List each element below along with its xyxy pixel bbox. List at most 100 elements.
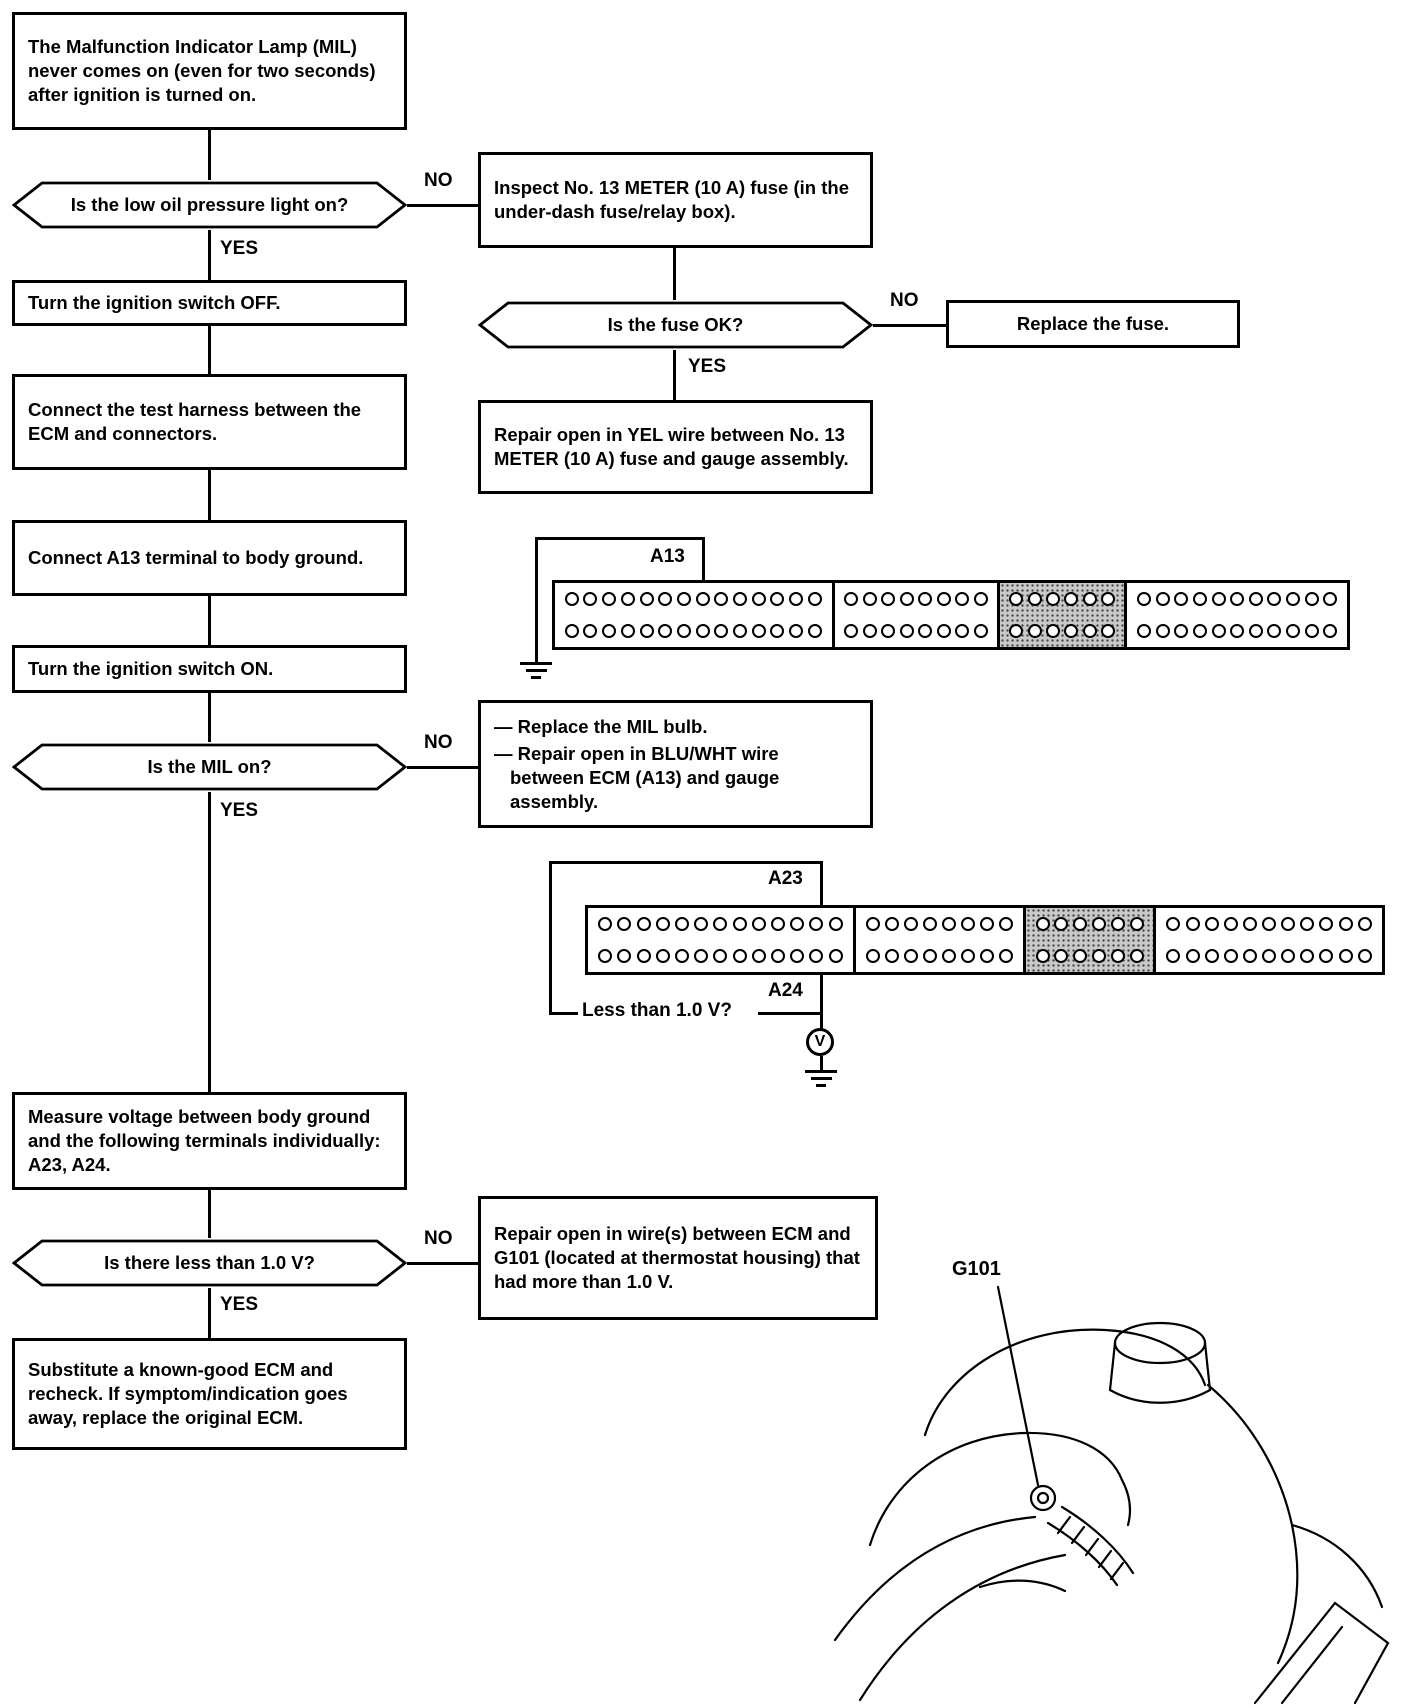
process-box-connect-a13: Connect A13 terminal to body ground. — [12, 520, 407, 596]
process-text: Connect the test harness between the ECM… — [28, 399, 362, 444]
connector-pin-row — [840, 583, 992, 615]
connector-pin — [1192, 592, 1207, 606]
connector-section — [588, 908, 853, 972]
connector-pin — [733, 592, 748, 606]
connector-pin — [713, 917, 728, 931]
connector-pin — [1300, 949, 1315, 963]
connector-pin — [809, 917, 824, 931]
connector-pin — [1286, 624, 1301, 638]
flow-line — [407, 1262, 478, 1265]
connector-pin — [1281, 917, 1296, 931]
decision-text: Is there less than 1.0 V? — [104, 1252, 315, 1273]
connector-wire — [549, 1012, 578, 1015]
connector-pin — [694, 949, 709, 963]
connector-pin — [620, 592, 635, 606]
connector-pin — [922, 917, 937, 931]
connector-pin — [770, 624, 785, 638]
flow-line — [208, 230, 211, 280]
connector-pin — [732, 949, 747, 963]
connector-pin — [828, 949, 843, 963]
connector-pin — [955, 624, 970, 638]
connector-pin — [1027, 592, 1042, 606]
connector-pin — [789, 592, 804, 606]
branch-label-no: NO — [424, 1228, 453, 1249]
connector-pin — [809, 949, 824, 963]
connector-pin — [1064, 624, 1079, 638]
connector-pin — [1035, 917, 1050, 931]
connector-pin — [602, 592, 617, 606]
connector-pin — [1300, 917, 1315, 931]
connector-pin — [639, 624, 654, 638]
connector-pin — [636, 917, 651, 931]
connector-pin — [998, 949, 1013, 963]
connector-pin — [941, 949, 956, 963]
connector-pin-row — [1005, 615, 1119, 647]
process-text: — Repair open in BLU/WHT wire between EC… — [494, 743, 780, 812]
connector-pin — [1129, 949, 1144, 963]
connector-pin — [1338, 949, 1353, 963]
connector-pin — [639, 592, 654, 606]
connector-pin — [695, 624, 710, 638]
connector-pin — [1323, 592, 1338, 606]
flow-line — [673, 350, 676, 400]
connector-section — [1153, 908, 1382, 972]
connector-pin — [884, 917, 899, 931]
connector-pin — [1185, 917, 1200, 931]
flow-line — [407, 766, 478, 769]
connector-section — [831, 583, 997, 647]
connector-pin — [790, 917, 805, 931]
connector-pin — [1137, 624, 1152, 638]
connector-pin — [564, 592, 579, 606]
connector-pin — [714, 624, 729, 638]
connector-pin — [1267, 592, 1282, 606]
hexagon-shape — [12, 181, 407, 229]
flow-line — [208, 693, 211, 742]
engine-line-art — [833, 1285, 1390, 1705]
connector-pin — [862, 592, 877, 606]
branch-label-yes: YES — [220, 238, 259, 259]
connector-pin — [790, 949, 805, 963]
connector-pin — [1242, 949, 1257, 963]
connector-pin — [899, 624, 914, 638]
connector-pin — [1230, 624, 1245, 638]
connector-pin — [1357, 949, 1372, 963]
connector-pin — [617, 917, 632, 931]
connector-pin — [1319, 949, 1334, 963]
ecm-connector-a23 — [585, 905, 1385, 975]
connector-pin-row — [560, 583, 827, 615]
connector-pin — [1262, 949, 1277, 963]
connector-pin — [922, 949, 937, 963]
connector-pin — [899, 592, 914, 606]
connector-pin — [1091, 949, 1106, 963]
connector-pin — [1009, 592, 1024, 606]
connector-pin — [1155, 592, 1170, 606]
connector-pin — [695, 592, 710, 606]
connector-pin — [865, 917, 880, 931]
process-box-inspect-fuse: Inspect No. 13 METER (10 A) fuse (in the… — [478, 152, 873, 248]
connector-pin — [1262, 917, 1277, 931]
connector-pin — [655, 917, 670, 931]
connector-pin — [903, 949, 918, 963]
process-text: Substitute a known-good ECM and recheck.… — [28, 1359, 348, 1428]
connector-pin — [1073, 949, 1088, 963]
branch-label-no: NO — [890, 290, 919, 311]
connector-pin-row — [1031, 940, 1149, 972]
connector-pin-row — [861, 940, 1018, 972]
connector-pin — [1009, 624, 1024, 638]
voltmeter-icon: V — [806, 1028, 834, 1056]
connector-pin — [1211, 624, 1226, 638]
connector-pin — [1110, 917, 1125, 931]
connector-pin — [807, 592, 822, 606]
connector-pin-row — [560, 615, 827, 647]
connector-pin — [1211, 592, 1226, 606]
connector-wire — [535, 537, 705, 540]
hexagon-shape — [12, 743, 407, 791]
process-box-substitute-ecm: Substitute a known-good ECM and recheck.… — [12, 1338, 407, 1450]
process-text: — Replace the MIL bulb. — [494, 715, 708, 737]
hexagon-shape — [12, 1239, 407, 1287]
flow-line — [873, 324, 946, 327]
connector-wire — [758, 1012, 820, 1015]
connector-pin — [771, 949, 786, 963]
connector-pin — [844, 624, 859, 638]
